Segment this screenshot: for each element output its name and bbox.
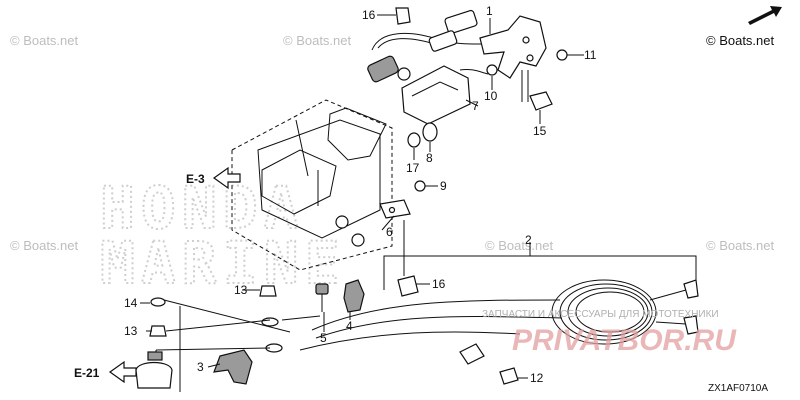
callout-17: 17 <box>406 161 420 175</box>
boats-net-corner-mark: © Boats.net <box>706 33 775 48</box>
boats-net-watermark: © Boats.net <box>283 33 352 48</box>
cable-coil-part-2 <box>299 279 699 365</box>
reference-arrow-icon <box>108 360 137 384</box>
clip-part-15 <box>529 91 553 111</box>
callout-1: 1 <box>486 4 493 18</box>
shop-watermark: ЗАПЧАСТИ И АКСЕССУАРЫ ДЛЯ МОТОТЕХНИКИ PR… <box>482 309 737 357</box>
grommet-part-8 <box>422 122 438 142</box>
terminal-part-6 <box>379 199 411 219</box>
callout-5: 5 <box>320 331 327 345</box>
boot-part-3 <box>213 349 253 385</box>
callout-4: 4 <box>346 319 353 333</box>
brand-line-1: HONDA <box>100 174 305 242</box>
ignition-module <box>367 9 506 125</box>
callout-16: 16 <box>362 8 376 22</box>
brand-line-2: MARINE <box>100 229 346 297</box>
callout-3: 3 <box>197 360 204 374</box>
boats-net-watermark: © Boats.net <box>10 238 79 253</box>
boats-net-watermark: © Boats.net <box>706 238 775 253</box>
callout-13-b: 13 <box>124 324 138 338</box>
reference-label-e3: E-3 <box>186 172 205 186</box>
terminal-cover-part-4 <box>343 279 365 313</box>
shop-watermark-line: ЗАПЧАСТИ И АКСЕССУАРЫ ДЛЯ МОТОТЕХНИКИ <box>482 309 719 320</box>
starter-solenoid <box>135 350 173 389</box>
callout-2: 2 <box>525 233 532 247</box>
clamp-part-16-mid <box>397 220 419 297</box>
callout-8: 8 <box>426 151 433 165</box>
callout-11: 11 <box>584 48 597 62</box>
collar-part-17 <box>407 132 421 148</box>
bracket-part-1 <box>479 15 547 102</box>
callout-labels: 1 2 3 4 5 6 7 8 9 10 11 12 13 13 14 15 1… <box>124 4 597 385</box>
clamp-part-16-top <box>395 7 411 25</box>
callout-9: 9 <box>440 179 447 193</box>
cable-part-5 <box>281 283 329 321</box>
callout-10: 10 <box>484 89 498 103</box>
shop-watermark-brand: PRIVATBOR.RU <box>512 324 737 357</box>
callout-12: 12 <box>530 371 544 385</box>
callout-15: 15 <box>533 124 547 138</box>
mounting-frame <box>231 99 393 271</box>
boats-net-watermark: © Boats.net <box>10 33 79 48</box>
front-arrow-icon <box>748 6 782 25</box>
boats-net-watermark: © Boats.net <box>485 238 554 253</box>
nut-part-13-b <box>259 285 277 297</box>
callout-6: 6 <box>386 225 393 239</box>
callout-14: 14 <box>124 296 138 310</box>
reference-label-e21: E-21 <box>74 366 100 380</box>
terminal-end <box>261 317 283 353</box>
callout-7: 7 <box>472 99 479 113</box>
leader-lines <box>140 14 697 392</box>
callout-16-b: 16 <box>432 277 446 291</box>
callout-13: 13 <box>234 283 248 297</box>
nut-part-13 <box>149 325 167 337</box>
honda-marine-watermark: HONDA MARINE <box>99 173 346 298</box>
bolt-part-12 <box>499 367 519 385</box>
washer-part-14 <box>150 297 166 307</box>
nut-part-10 <box>486 64 498 76</box>
diagram-code: ZX1AF0710A <box>708 383 768 394</box>
reference-arrow-icon <box>212 166 241 190</box>
